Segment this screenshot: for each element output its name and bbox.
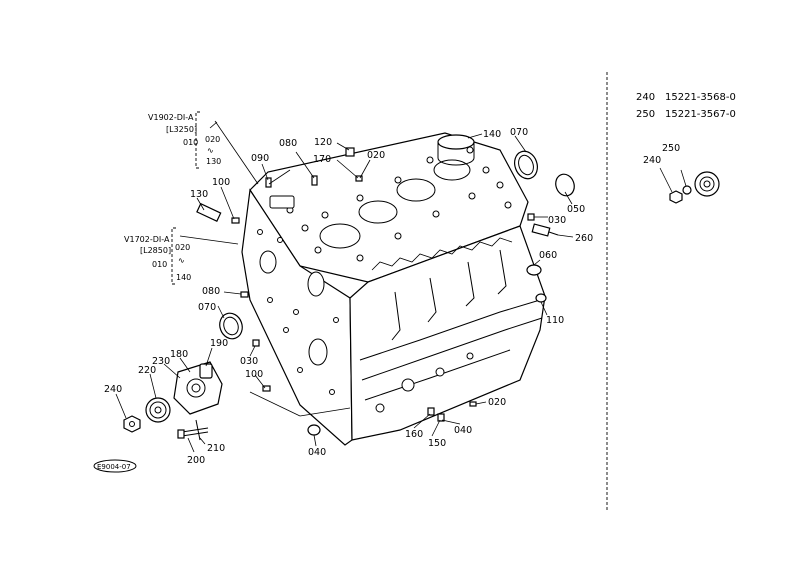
group-mid-model-sub: [L2850]: [140, 246, 171, 255]
group-mid-item-010: 010: [152, 260, 167, 269]
legend-ref-250: 250: [636, 109, 655, 120]
callout-170: 170: [313, 154, 331, 165]
nut-240-left: [123, 415, 141, 433]
callout-180: 180: [170, 349, 188, 360]
callouts: 120 170 020 080 090 100 130 140 070 050 …: [104, 127, 680, 466]
callout-150: 150: [428, 438, 446, 449]
inset-gear-250: [694, 171, 720, 197]
legend-ref-240: 240: [636, 92, 655, 103]
callout-050: 050: [567, 204, 585, 215]
callout-080: 080: [279, 138, 297, 149]
oil-seal-front: [219, 312, 243, 340]
cap-050: [555, 173, 575, 197]
callout-230: 230: [152, 356, 170, 367]
figure-code: E9004-07: [97, 463, 131, 471]
legend-partno-240: 15221-3568-0: [665, 92, 736, 103]
group-mid-item-020: 020: [175, 243, 190, 252]
oil-seal-rear: [514, 150, 538, 180]
callout-070-lower: 070: [198, 302, 216, 313]
callout-100-lower: 100: [245, 369, 263, 380]
callout-210: 210: [207, 443, 225, 454]
sensor-260: [531, 223, 559, 237]
callout-100: 100: [212, 177, 230, 188]
group-top-item-010: 010: [183, 138, 198, 147]
callout-040: 040: [308, 447, 326, 458]
drive-gear-220: [145, 397, 171, 423]
group-top-range-end: 130: [206, 157, 221, 166]
group-top-range-sym: ∿: [207, 146, 214, 155]
figure-code-stamp: E9004-07: [93, 459, 137, 473]
callout-130: 130: [190, 189, 208, 200]
group-mid-model: V1702-DI-A: [124, 235, 170, 244]
plug-060: [526, 264, 542, 276]
parts-legend: 240 15221-3568-0 250 15221-3567-0: [636, 92, 736, 120]
cylinder-block: [241, 132, 546, 446]
inset-washer: [682, 185, 692, 195]
group-top-model: V1902-DI-A: [148, 113, 194, 122]
callout-140: 140: [483, 129, 501, 140]
group-mid-range-sym: ∿: [178, 256, 185, 265]
leader-lines: [115, 120, 687, 453]
callout-200: 200: [187, 455, 205, 466]
callout-260: 260: [575, 233, 593, 244]
group-note-top: V1902-DI-A [L3250] 020 010 ∿ 130: [148, 113, 221, 166]
callout-060: 060: [539, 250, 557, 261]
legend-partno-250: 15221-3567-0: [665, 109, 736, 120]
plug-040: [307, 424, 321, 436]
group-top-model-sub: [L3250]: [166, 125, 197, 134]
callout-030: 030: [548, 215, 566, 226]
group-top-item-020: 020: [205, 135, 220, 144]
group-note-mid: V1702-DI-A [L2850] 020 010 ∿ 140: [124, 235, 191, 282]
cylinder-liner: [437, 134, 475, 166]
callout-240: 240: [104, 384, 122, 395]
callout-110: 110: [546, 315, 564, 326]
callout-070: 070: [510, 127, 528, 138]
group-mid-range-end: 140: [176, 273, 191, 282]
inset-nut-240: [669, 190, 683, 204]
sleeve-130: [196, 202, 222, 222]
callout-160: 160: [405, 429, 423, 440]
bracket-mid: [171, 227, 176, 285]
callout-240-inset: 240: [643, 155, 661, 166]
callout-220: 220: [138, 365, 156, 376]
callout-020: 020: [367, 150, 385, 161]
callout-040-lower: 040: [454, 425, 472, 436]
callout-190: 190: [210, 338, 228, 349]
callout-030-lower: 030: [240, 356, 258, 367]
callout-090: 090: [251, 153, 269, 164]
oil-pump: [173, 361, 223, 415]
callout-120: 120: [314, 137, 332, 148]
plug-110: [535, 293, 547, 303]
callout-250-inset: 250: [662, 143, 680, 154]
callout-080-lower: 080: [202, 286, 220, 297]
callout-020-lower: 020: [488, 397, 506, 408]
bolts-200-210: [177, 419, 209, 441]
bracket-top: [195, 111, 200, 169]
